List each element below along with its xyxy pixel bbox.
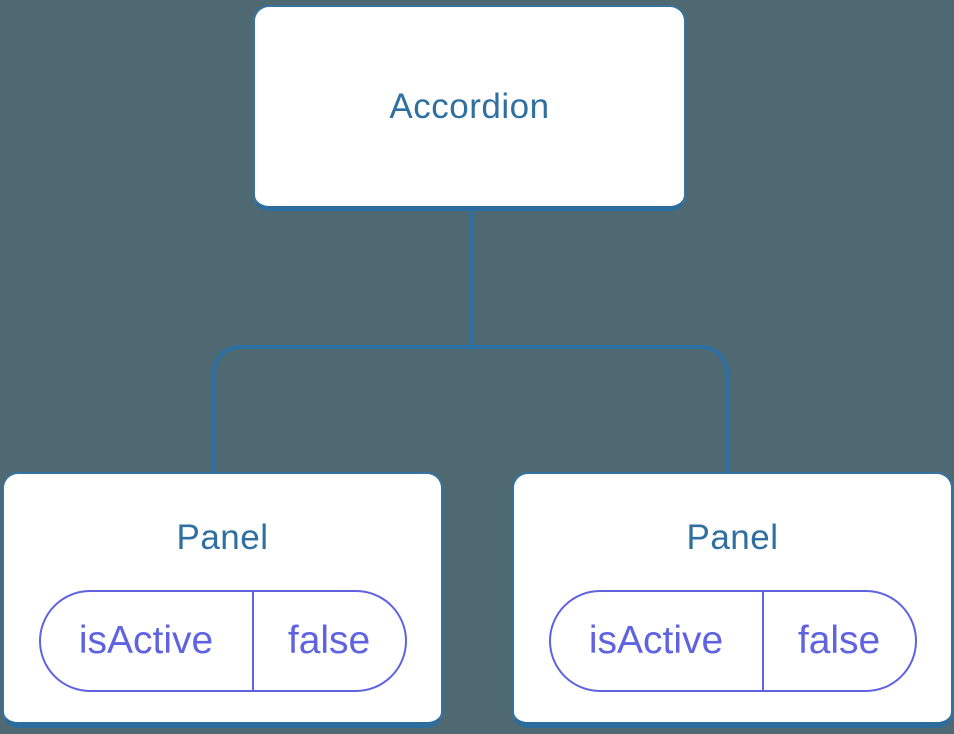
panel-node-label: Panel	[176, 518, 269, 557]
state-value: false	[287, 619, 371, 662]
state-key: isActive	[551, 592, 764, 690]
state-pill: isActive false	[548, 590, 917, 692]
tree-node-panel-right: Panel isActive false	[512, 472, 953, 728]
panel-node-label: Panel	[686, 518, 779, 557]
connector-stem	[469, 209, 473, 349]
accordion-node-label: Accordion	[389, 86, 550, 126]
connector-branch	[212, 345, 729, 472]
state-pill: isActive false	[38, 590, 407, 692]
state-value: false	[797, 619, 881, 662]
state-key: isActive	[41, 592, 254, 690]
tree-node-panel-left: Panel isActive false	[2, 472, 443, 728]
tree-node-accordion: Accordion	[253, 5, 686, 211]
